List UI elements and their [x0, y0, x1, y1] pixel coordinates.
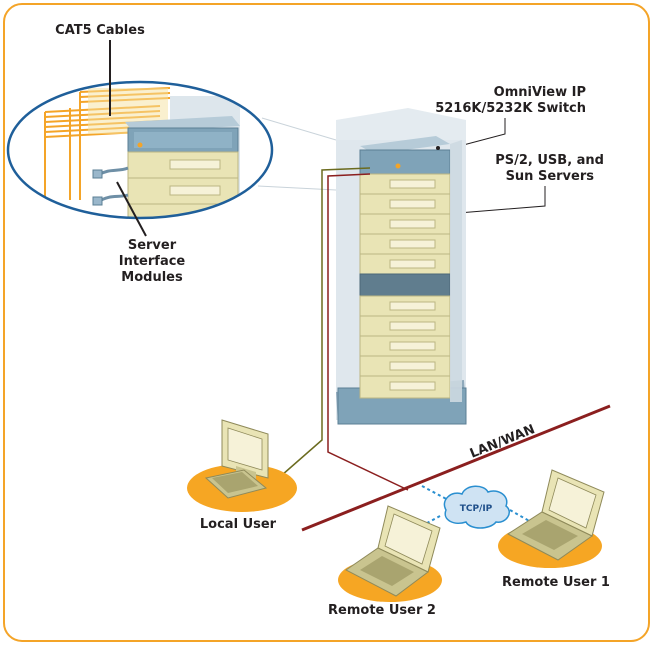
rack-mid-band	[359, 273, 451, 297]
local-user-workstation	[187, 419, 297, 512]
label-remote-user-2: Remote User 2	[328, 603, 436, 618]
label-servers-line1: PS/2, USB, and	[495, 153, 604, 168]
label-switch-line1: OmniView IP	[494, 85, 586, 100]
server-stack-upper	[359, 173, 451, 275]
zoom-inset	[6, 80, 274, 220]
label-sim-line1: Server	[128, 238, 177, 253]
label-switch-line2: 5216K/5232K Switch	[435, 101, 586, 116]
lan-uplink-cable	[327, 173, 409, 491]
local-user-cable	[281, 167, 371, 476]
callout-line-servers	[445, 186, 546, 215]
zoom-inset-border	[6, 80, 274, 220]
label-local-user: Local User	[200, 517, 277, 532]
label-cat5-cables: CAT5 Cables	[55, 23, 145, 38]
label-tcp-ip: TCP/IP	[460, 504, 493, 514]
lan-wan-line	[301, 404, 611, 532]
server-interface-module-icon	[92, 166, 129, 206]
label-sim-line3: Modules	[121, 270, 183, 285]
server-stack-lower	[359, 295, 451, 399]
callout-line-sim	[116, 181, 147, 237]
callout-line-switch	[451, 118, 506, 149]
label-sim-line2: Interface	[119, 254, 186, 269]
label-servers-line2: Sun Servers	[506, 169, 595, 184]
remote-user-2-laptop	[338, 505, 442, 602]
label-remote-user-1: Remote User 1	[502, 575, 610, 590]
tcp-ip-cloud-icon	[443, 485, 510, 529]
omniview-switch-unit	[359, 149, 451, 175]
remote-user-1-laptop	[498, 469, 605, 568]
server-rack	[336, 108, 467, 425]
